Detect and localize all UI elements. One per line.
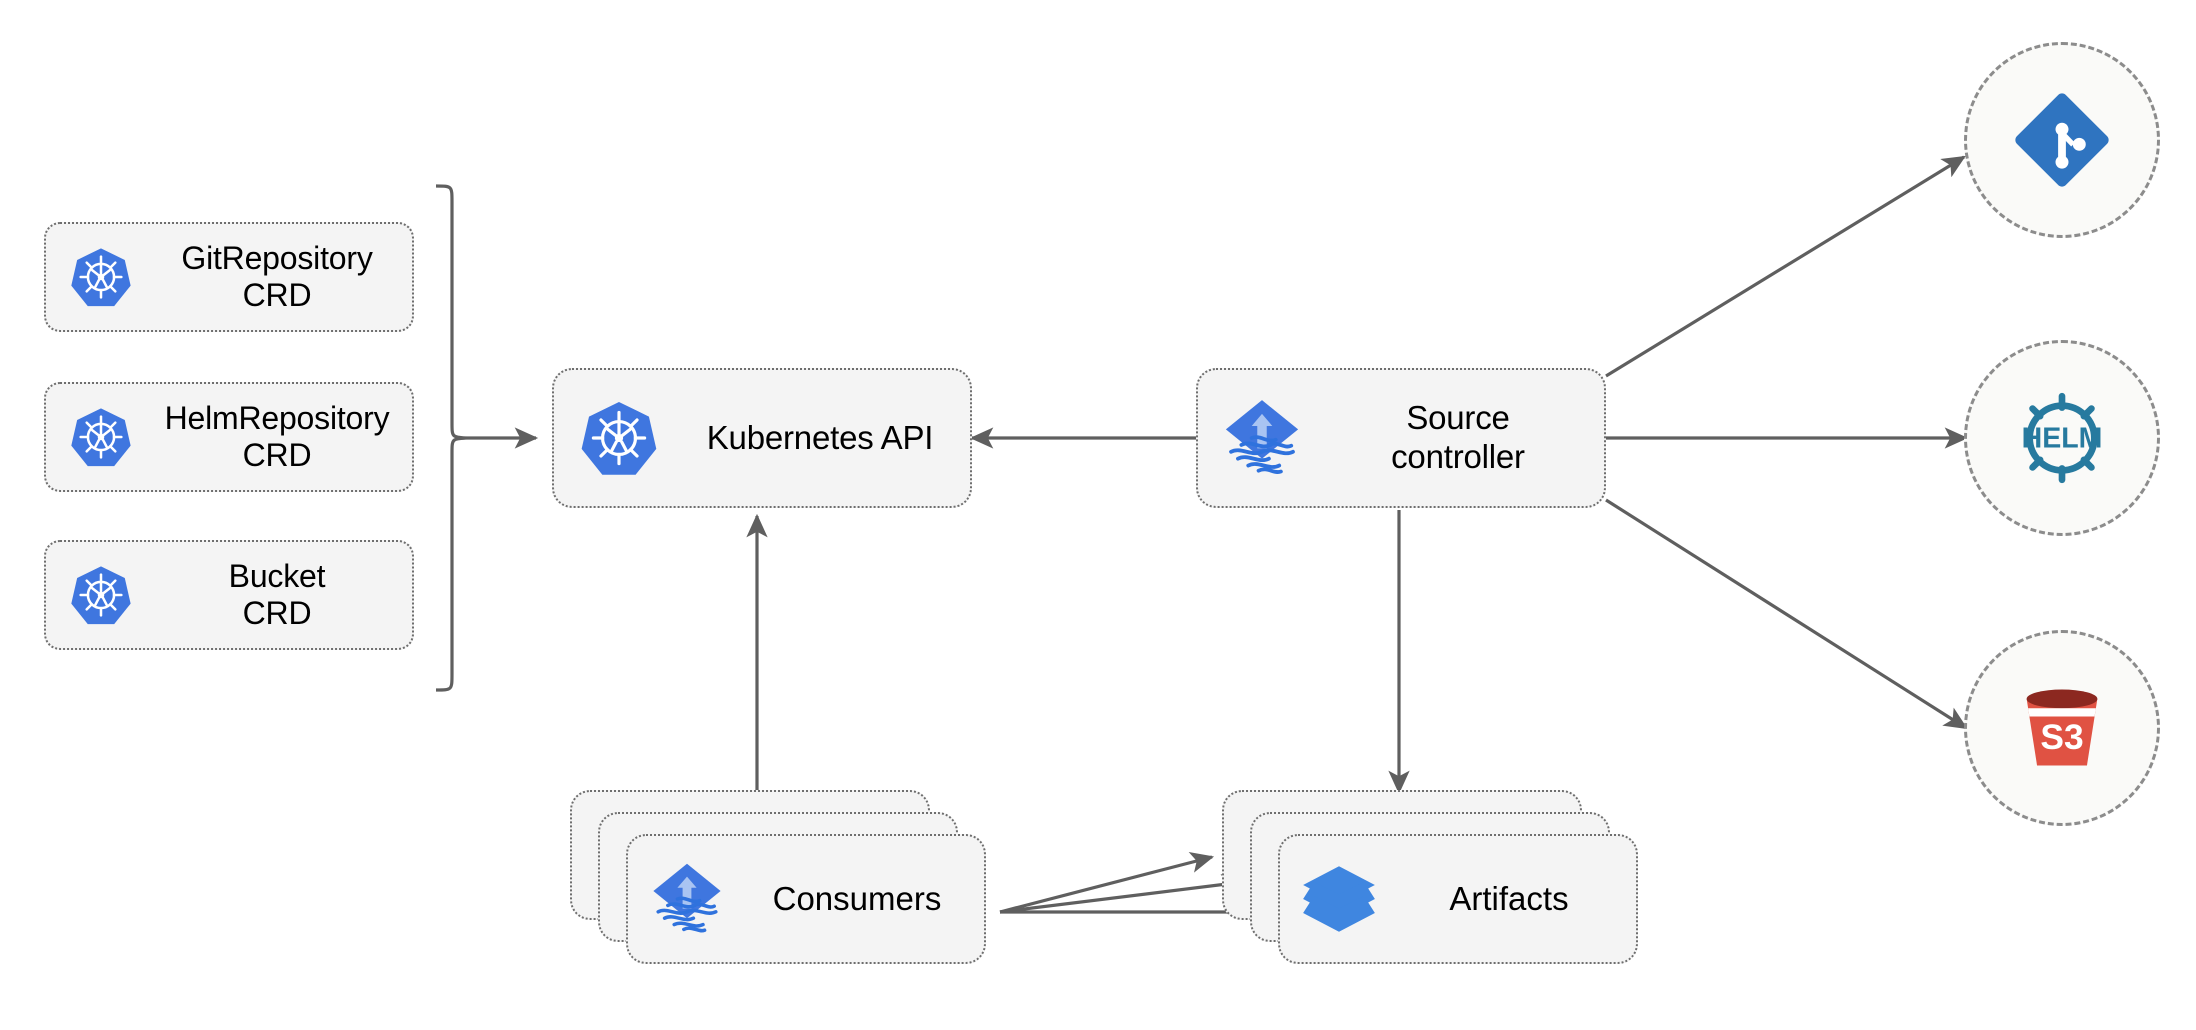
edge-consumers-to-artifacts-1: [999, 852, 1215, 914]
helm-label: HELM: [2022, 423, 2103, 455]
node-label: Kubernetes API: [706, 418, 934, 456]
crd-label: GitRepository CRD: [181, 239, 373, 313]
crd-card-helmrepository[interactable]: HelmRepository CRD: [44, 382, 414, 492]
source-circle-s3[interactable]: S3: [1964, 630, 2160, 826]
s3-label: S3: [2040, 718, 2083, 757]
kubernetes-icon: [46, 406, 156, 468]
artifacts-card[interactable]: Artifacts: [1278, 834, 1638, 964]
edge-consumers-to-artifacts-2: [999, 874, 1246, 914]
crd-label: HelmRepository CRD: [164, 399, 390, 473]
crd-card-gitrepository[interactable]: GitRepository CRD: [44, 222, 414, 332]
node-source-controller[interactable]: Source controller: [1196, 368, 1606, 508]
kubernetes-icon: [46, 246, 156, 308]
node-label: Artifacts: [1449, 880, 1569, 917]
crd-label: Bucket CRD: [228, 557, 326, 631]
layers-icon: [1280, 860, 1398, 938]
node-kubernetes-api[interactable]: Kubernetes API: [552, 368, 972, 508]
flux-icon: [1198, 395, 1326, 481]
source-circle-git[interactable]: [1964, 42, 2160, 238]
crd-group-bracket: [435, 184, 539, 692]
helm-icon: HELM: [2005, 381, 2119, 495]
kubernetes-icon: [554, 399, 684, 477]
node-label: Source controller: [1391, 399, 1525, 475]
consumers-card[interactable]: Consumers: [626, 834, 986, 964]
flux-icon: [628, 859, 746, 939]
s3-icon: S3: [2010, 676, 2114, 780]
source-circle-helm[interactable]: HELM: [1964, 340, 2160, 536]
node-artifacts-stack[interactable]: Artifacts: [1222, 790, 1662, 970]
node-label: Consumers: [772, 880, 942, 917]
node-consumers-stack[interactable]: Consumers: [570, 790, 1010, 970]
edge-sourcecontroller-to-git: [1605, 155, 1966, 378]
git-icon: [2008, 86, 2116, 194]
kubernetes-icon: [46, 564, 156, 626]
crd-card-bucket[interactable]: Bucket CRD: [44, 540, 414, 650]
edge-sourcecontroller-to-s3: [1605, 498, 1968, 730]
